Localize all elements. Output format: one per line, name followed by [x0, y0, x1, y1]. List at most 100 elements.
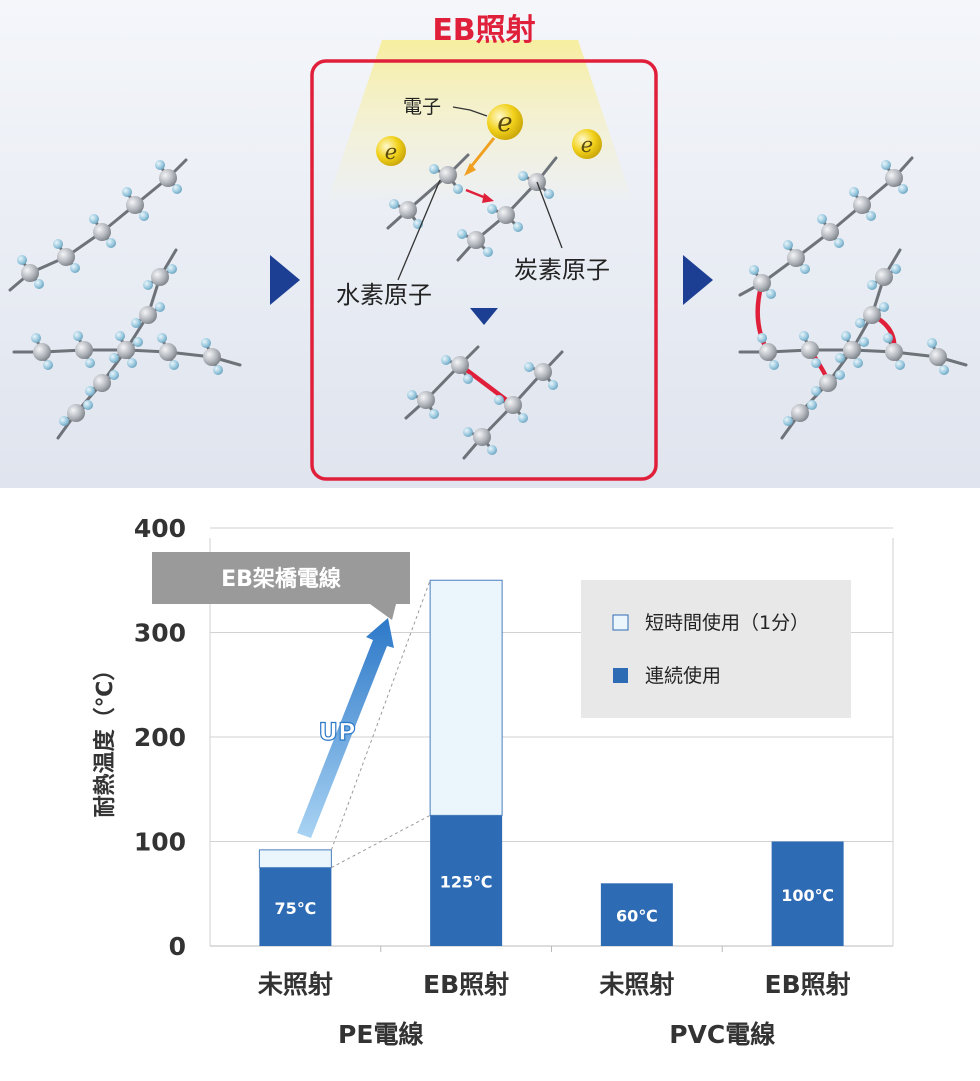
- hydrogen-atom: [939, 365, 949, 375]
- hydrogen-atom: [172, 184, 182, 194]
- hydrogen-atom: [494, 395, 504, 405]
- x-tick-label: EB照射: [765, 970, 851, 999]
- hydrogen-atom: [800, 264, 810, 274]
- hydrogen-atom: [155, 160, 165, 170]
- hydrogen-atom: [811, 358, 821, 368]
- arrow-right-icon: [683, 255, 713, 305]
- hydrogen-atom: [757, 333, 767, 343]
- hydrogen-atom: [855, 318, 865, 328]
- legend-swatch-short-term: [612, 614, 629, 631]
- up-arrow: UP: [297, 618, 394, 838]
- hydrogen-atom: [835, 370, 845, 380]
- carbon-atom: [843, 341, 861, 359]
- hydrogen-atom: [43, 360, 53, 370]
- hydrogen-atom: [879, 302, 889, 312]
- hydrogen-atom: [59, 416, 69, 426]
- x-tick-label: 未照射: [599, 970, 674, 999]
- hydrogen-atom: [122, 187, 132, 197]
- hydrogen-atom: [85, 358, 95, 368]
- bar-continuous-use: [430, 815, 503, 946]
- carbon-atom: [75, 341, 93, 359]
- hydrogen-removal-arrow: [465, 188, 487, 200]
- carbon-atom: [159, 169, 177, 187]
- hydrogen-atom: [155, 302, 165, 312]
- hydrogen-atom: [201, 338, 211, 348]
- hydrogen-atom: [109, 370, 119, 380]
- carbon-atom: [819, 374, 837, 392]
- carbon-atom: [203, 348, 221, 366]
- legend-box: [581, 580, 851, 718]
- carbon-atom: [885, 169, 903, 187]
- carbon-atom: [21, 264, 39, 282]
- carbon-atom: [875, 268, 893, 286]
- hydrogen-atom-label: 水素原子: [336, 281, 432, 309]
- hydrogen-atom: [131, 318, 141, 328]
- eb-crosslink-diagram: EB照射 e e e 電子 炭素原子: [0, 0, 980, 488]
- hydrogen-atom: [898, 184, 908, 194]
- bar-value-label: 75℃: [275, 899, 317, 918]
- carbon-atom: [417, 391, 435, 409]
- hydrogen-atom: [407, 390, 417, 400]
- carbon-atom: [93, 374, 111, 392]
- hydrogen-atom: [849, 187, 859, 197]
- hydrogen-atom: [157, 333, 167, 343]
- hydrogen-atom: [169, 360, 179, 370]
- hydrogen-atom: [167, 264, 177, 274]
- arrowhead-icon: [464, 163, 476, 176]
- hydrogen-atom: [109, 353, 119, 363]
- carbon-atom: [787, 249, 805, 267]
- hydrogen-atom: [453, 184, 463, 194]
- hydrogen-atom: [841, 331, 851, 341]
- bar-continuous-use: [771, 841, 844, 946]
- carbon-atom: [33, 343, 51, 361]
- carbon-atom: [821, 223, 839, 241]
- hydrogen-atom: [835, 353, 845, 363]
- hydrogen-atom: [548, 380, 558, 390]
- carbon-atom: [159, 343, 177, 361]
- hydrogen-atom: [31, 333, 41, 343]
- connector-line: [331, 814, 431, 869]
- eb-irradiation-title: EB照射: [432, 13, 535, 48]
- bar-value-label: 125℃: [440, 873, 493, 892]
- callout-text: EB架橋電線: [221, 566, 341, 592]
- crosslinked-pair: [404, 345, 564, 460]
- electron-hit-arrow: [468, 137, 496, 169]
- hydrogen-atom: [783, 240, 793, 250]
- carbon-atom: [759, 343, 777, 361]
- hydrogen-atom: [749, 265, 759, 275]
- hydrogen-atom: [127, 358, 137, 368]
- electron-small: e: [376, 136, 406, 166]
- hydrogen-atom: [487, 445, 497, 455]
- hydrogen-atom: [53, 239, 63, 249]
- hydrogen-atom: [513, 222, 523, 232]
- carbon-atom: [801, 341, 819, 359]
- hydrogen-atom: [85, 386, 95, 396]
- electron-symbol: e: [497, 108, 512, 138]
- hydrogen-atom: [518, 413, 528, 423]
- electron-symbol: e: [581, 133, 593, 157]
- arrow-down-icon: [470, 308, 498, 325]
- hydrogen-atom: [429, 409, 439, 419]
- hydrogen-atom: [769, 360, 779, 370]
- carbon-atom: [451, 356, 469, 374]
- hydrogen-atom: [429, 164, 439, 174]
- hydrogen-atom: [106, 238, 116, 248]
- hydrogen-atom: [139, 211, 149, 221]
- hydrogen-atom: [518, 171, 528, 181]
- hydrogen-atom: [807, 400, 817, 410]
- carbon-atom: [504, 396, 522, 414]
- carbon-atom: [139, 306, 157, 324]
- hydrogen-atom: [17, 255, 27, 265]
- hydrogen-atom: [766, 289, 776, 299]
- up-label: UP: [318, 718, 355, 746]
- carbon-atom: [67, 404, 85, 422]
- legend-label-short-term: 短時間使用（1分）: [645, 612, 809, 634]
- hydrogen-atom: [73, 331, 83, 341]
- hydrogen-atom: [143, 280, 153, 290]
- hydrogen-atom: [811, 386, 821, 396]
- carbon-atom: [534, 363, 552, 381]
